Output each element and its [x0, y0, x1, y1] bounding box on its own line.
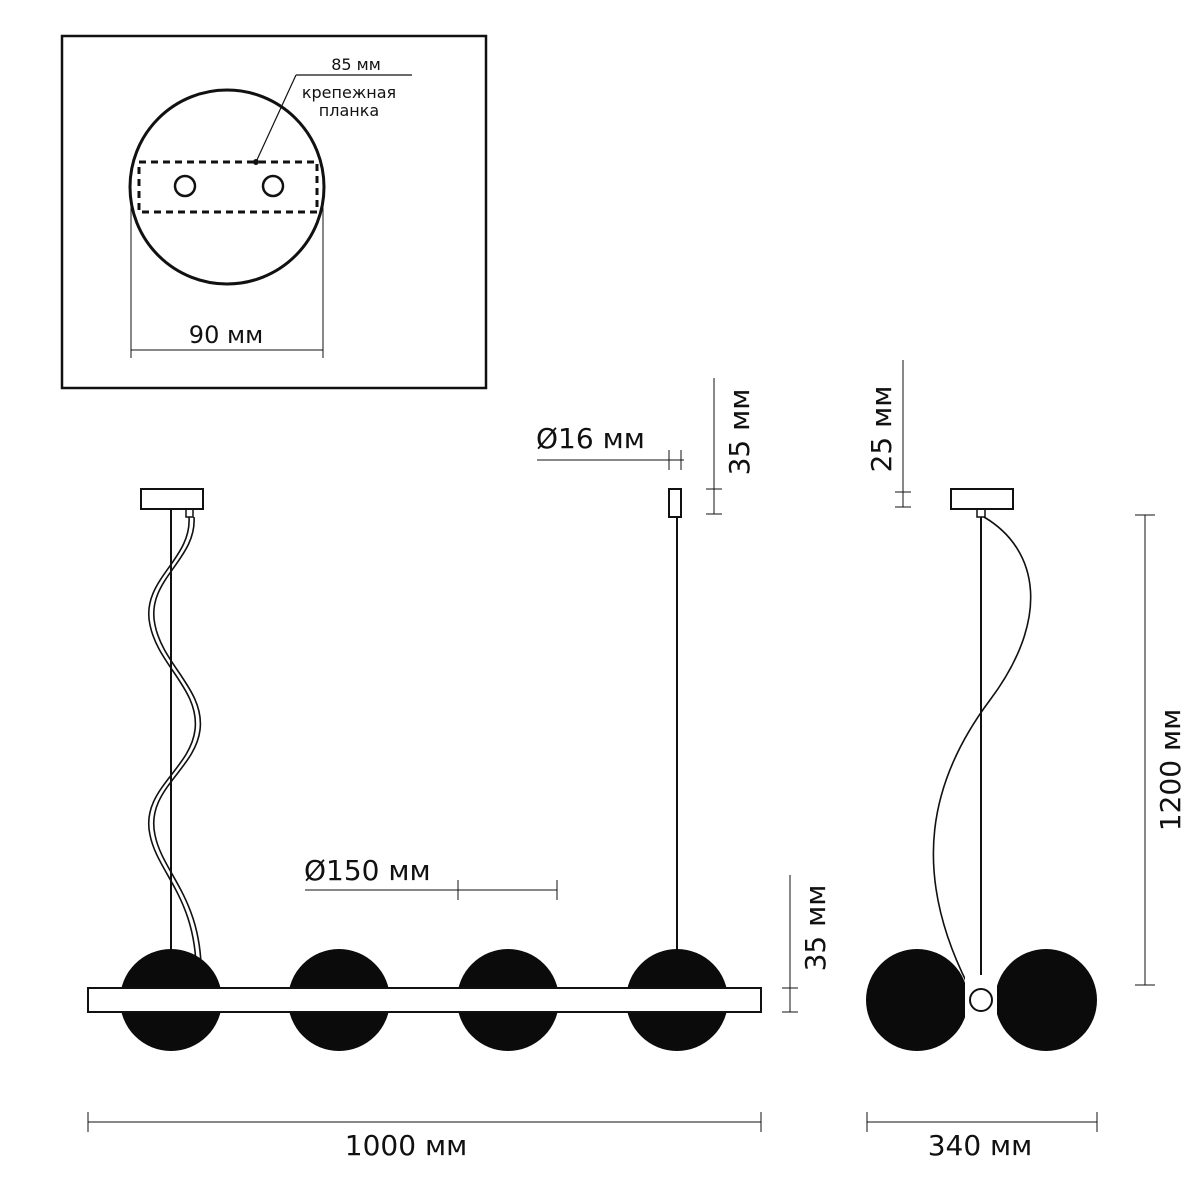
bracket-screw-hole-left [173, 174, 197, 198]
bracket-leader-diagonal [255, 74, 297, 163]
front-view: Ø16 мм 35 мм Ø150 мм 35 мм 1000 мм [87, 378, 832, 1162]
side-view: 25 мм 1200 мм 340 мм [865, 360, 1187, 1162]
front-horizontal-bar [87, 987, 762, 1013]
bracket-screw-hole-right [261, 174, 285, 198]
overall-width-label: 1000 мм [345, 1129, 467, 1162]
side-canopy [950, 488, 1014, 510]
side-shade-left [866, 949, 968, 1051]
canopy-top-view-inset: 85 мм крепежная планка 90 мм [60, 34, 488, 390]
side-center-joint [969, 988, 993, 1012]
bracket-width-label: 85 мм [331, 55, 381, 74]
canopy-diameter-label: 90 мм [189, 321, 263, 349]
side-shade-right [995, 949, 1097, 1051]
front-power-cord-inner [152, 516, 202, 986]
front-power-cord [147, 516, 197, 986]
bar-height-label: 35 мм [799, 885, 832, 972]
cap-height-label: 35 мм [723, 389, 756, 476]
front-canopy [140, 488, 204, 510]
front-canopy-connector [185, 508, 194, 518]
overall-depth-label: 340 мм [928, 1129, 1033, 1162]
mounting-bracket-outline [137, 160, 319, 214]
shade-diameter-label: Ø150 мм [304, 854, 431, 887]
bracket-name-line2: планка [319, 101, 379, 120]
front-cable-cap [668, 488, 682, 518]
overall-height-label: 1200 мм [1154, 709, 1187, 831]
bracket-leader-dot [253, 159, 259, 165]
cable-diameter-label: Ø16 мм [536, 422, 645, 455]
inset-frame [60, 34, 488, 390]
bracket-name-line1: крепежная [302, 83, 396, 102]
canopy-circle [128, 88, 326, 286]
side-canopy-connector [976, 508, 986, 518]
side-power-cord [932, 516, 1032, 986]
canopy-height-label: 25 мм [865, 386, 898, 473]
